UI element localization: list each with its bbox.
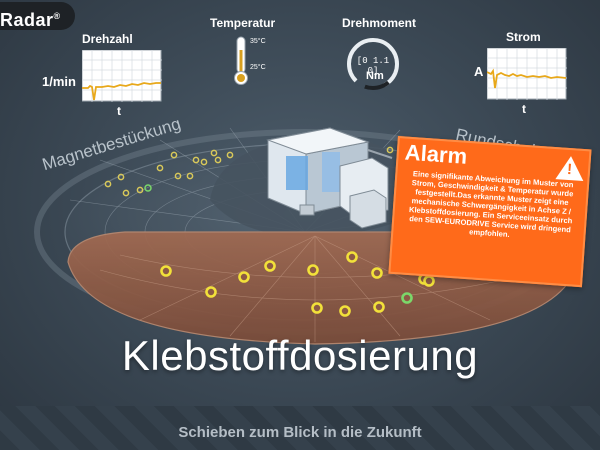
speed-unit: 1/min (42, 74, 76, 89)
torque-value: [0 1.1 0] (356, 56, 390, 76)
temperature-title: Temperatur (210, 16, 276, 30)
torque-title: Drehmoment (342, 16, 417, 30)
current-title: Strom (506, 30, 541, 44)
thermometer-icon (234, 36, 248, 85)
alarm-message: Eine signifikante Abweichung im Muster v… (408, 169, 574, 240)
torque-unit: Nm (366, 70, 384, 82)
temperature-high: 35°C (250, 38, 266, 45)
speed-chart (82, 50, 162, 102)
registered-mark: ® (53, 11, 61, 21)
current-chart (487, 48, 567, 100)
warning-icon: ! (555, 155, 585, 182)
alarm-panel[interactable]: Alarm ! Eine signifikante Abweichung im … (388, 136, 592, 288)
current-axis-label: t (522, 102, 526, 116)
machine-illustration (266, 127, 393, 229)
torque-gauge (347, 38, 399, 90)
brand-badge: Radar® (0, 2, 75, 30)
current-unit: A (474, 64, 484, 79)
swipe-hint[interactable]: Schieben zum Blick in die Zukunft (178, 424, 422, 441)
torque-digits: 0 1.1 0 (362, 56, 390, 76)
alarm-title: Alarm (404, 139, 468, 169)
sector-grid (99, 235, 546, 342)
station-title: Klebstoffdosierung (121, 332, 479, 379)
brand-name: Radar (0, 10, 54, 30)
swipe-bar[interactable] (0, 406, 600, 450)
speed-axis-label: t (117, 104, 121, 118)
temperature-low: 25°C (250, 64, 266, 71)
back-markers (104, 146, 414, 197)
speed-title: Drehzahl (82, 32, 133, 46)
